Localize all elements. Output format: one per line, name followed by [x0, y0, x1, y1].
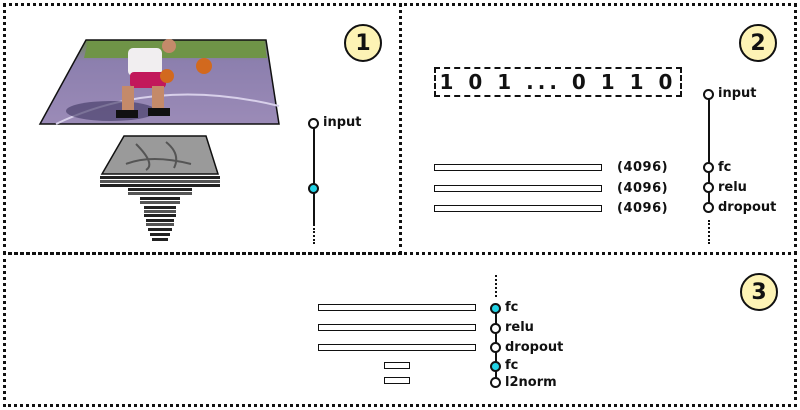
- basketball-video-frame: [38, 39, 280, 125]
- binary-code-box: 1 0 1 ... 0 1 1 0: [434, 67, 682, 97]
- graph-continuation: [495, 275, 497, 297]
- graph-node-fc: [490, 361, 501, 372]
- graph-node-dropout: [703, 202, 714, 213]
- graph-label-input: input: [323, 115, 362, 130]
- graph-node-relu: [703, 182, 714, 193]
- graph-label-dropout: dropout: [505, 340, 564, 355]
- panel-1: 1: [3, 3, 402, 255]
- graph-node-input: [308, 118, 319, 129]
- layer-dim-label: (4096): [617, 181, 669, 196]
- layer-bar: [434, 185, 602, 192]
- graph-label-l2norm: l2norm: [505, 375, 557, 390]
- graph-label-relu: relu: [505, 320, 534, 335]
- layer-bar: [318, 304, 476, 311]
- graph-label-input: input: [718, 86, 757, 101]
- graph-line: [313, 126, 315, 226]
- graph-node-dropout: [490, 342, 501, 353]
- graph-continuation: [313, 228, 315, 244]
- graph-node-fc: [490, 303, 501, 314]
- layer-bar: [318, 324, 476, 331]
- graph-continuation: [708, 220, 710, 244]
- graph-label-fc: fc: [505, 300, 519, 315]
- panel-1-badge: 1: [344, 24, 382, 62]
- feature-map-stack: [100, 135, 220, 241]
- graph-node-input: [703, 89, 714, 100]
- panel-2-badge: 2: [739, 24, 777, 62]
- graph-label-relu: relu: [718, 180, 747, 195]
- graph-label-fc: fc: [718, 160, 732, 175]
- layer-bar: [318, 344, 476, 351]
- layer-dim-label: (4096): [617, 201, 669, 216]
- graph-node-fc: [703, 162, 714, 173]
- panel-3: 3 fc relu dropout fc l2norm: [3, 252, 797, 407]
- layer-bar: [434, 164, 602, 171]
- layer-bar: [434, 205, 602, 212]
- panel-2: 2 1 0 1 ... 0 1 1 0 (4096) (4096) (4096)…: [399, 3, 797, 255]
- graph-node-relu: [490, 323, 501, 334]
- layer-bar-small: [384, 362, 410, 369]
- graph-label-fc: fc: [505, 358, 519, 373]
- layer-bar-small: [384, 377, 410, 384]
- graph-line: [708, 96, 710, 208]
- graph-node-highlight: [308, 183, 319, 194]
- layer-dim-label: (4096): [617, 160, 669, 175]
- graph-label-dropout: dropout: [718, 200, 777, 215]
- panel-3-badge: 3: [740, 273, 778, 311]
- graph-node-l2norm: [490, 377, 501, 388]
